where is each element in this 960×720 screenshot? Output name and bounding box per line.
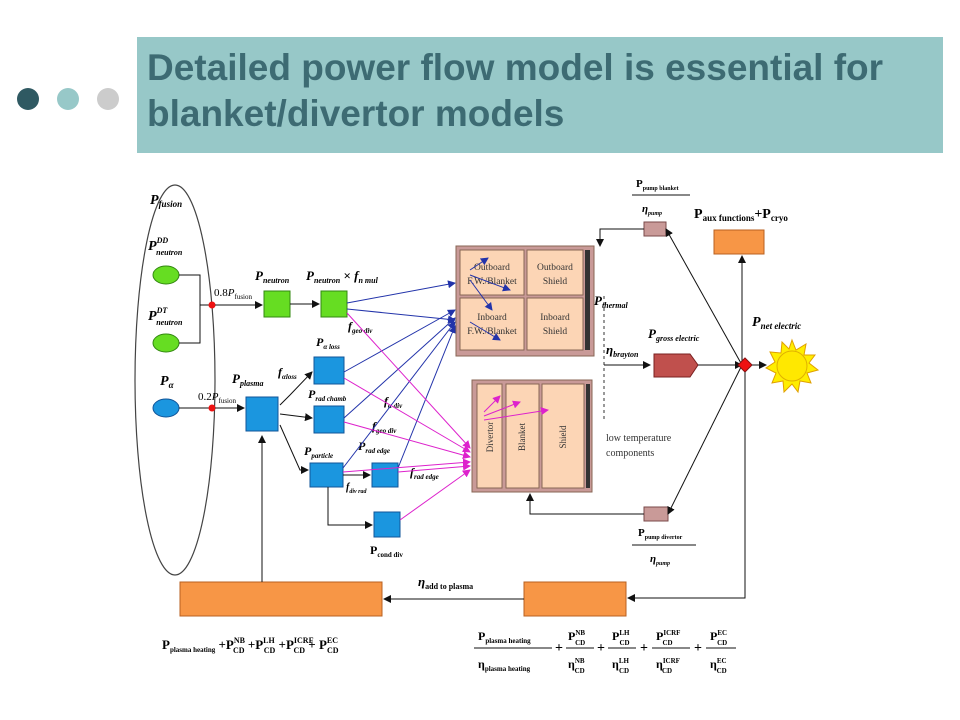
p-particle-box <box>309 462 344 488</box>
p-particle-label: Pparticle <box>304 444 333 460</box>
inboard-shield-line1: Inboard <box>540 313 570 323</box>
eta-add-label: ηadd to plasma <box>418 574 473 591</box>
svg-text:+: + <box>597 641 605 656</box>
p-fusion-label: Pfusion <box>150 193 182 209</box>
f-geo-div-1-label: fgeo div <box>348 319 373 335</box>
frac-08-label: 0.8Pfusion <box>214 287 252 301</box>
svg-text:+: + <box>555 641 563 656</box>
shield-label: Shield <box>558 425 568 449</box>
svg-text:ηplasma heating: ηplasma heating <box>478 657 531 673</box>
outboard-shield-line2: Shield <box>543 277 568 287</box>
p-dd-node <box>152 265 180 285</box>
p-neutron-fmul-label: Pneutron × fn mul <box>306 268 379 285</box>
outboard-fw-line1: Outboard <box>474 263 510 273</box>
title-bar: Detailed power flow model is essential f… <box>137 37 943 153</box>
f-aloss-label: fαloss <box>278 365 297 381</box>
p-thermal-label: Pthermal <box>594 293 629 310</box>
f-a-div-label: fα div <box>384 394 403 410</box>
split-node-neutron <box>208 301 216 309</box>
generator-shape <box>653 353 699 378</box>
p-pump-divertor-label: Ppump divertor <box>638 527 683 541</box>
plasma-heating-eta-box <box>523 581 627 617</box>
p-rad-edge-box <box>371 462 399 488</box>
p-dt-node <box>152 333 180 353</box>
p-rad-chamb-box <box>313 405 345 434</box>
f-rad-edge-label: frad edge <box>410 465 439 481</box>
inboard-shield-line2: Shield <box>543 327 568 337</box>
p-alpha-loss-label: Pα loss <box>316 335 340 351</box>
decor-dot-teal <box>57 88 79 110</box>
p-alpha-node <box>152 398 180 418</box>
p-aux-label: Paux functions+Pcryo <box>694 207 788 223</box>
outboard-shield-line1: Outboard <box>537 263 573 273</box>
eta-pump-2-label: ηpump <box>650 553 670 567</box>
pump-blanket-box <box>643 221 667 237</box>
divertor-label: Divertor <box>485 422 495 453</box>
frac-02-label: 0.2Pfusion <box>198 391 236 405</box>
p-pump-blanket-label: Ppump blanket <box>636 178 679 192</box>
source-ellipse <box>134 184 216 576</box>
p-plasma-label: Pplasma <box>232 371 264 388</box>
svg-text:Pplasma heating: Pplasma heating <box>478 629 531 645</box>
svg-text:+: + <box>640 641 648 656</box>
low-temp-line2: components <box>606 448 654 459</box>
decor-dot-gray <box>97 88 119 110</box>
f-geo-div-2-label: fgeo div <box>372 419 397 435</box>
p-cond-div-label: Pcond div <box>370 543 403 559</box>
p-neutron-label: Pneutron <box>255 268 290 285</box>
eta-brayton-label: ηbrayton <box>606 342 639 359</box>
p-net-electric-label: Pnet electric <box>752 315 801 331</box>
inboard-fw-line1: Inboard <box>477 313 507 323</box>
p-alpha-label: Pα <box>160 374 175 390</box>
aux-box <box>713 229 765 255</box>
inboard-fw-line2: F.W./Blanket <box>467 327 517 337</box>
sun-core <box>776 350 808 382</box>
plasma-heating-box <box>179 581 383 617</box>
p-rad-chamb-label: Prad chamb <box>308 387 347 403</box>
svg-text:+: + <box>694 641 702 656</box>
pump-divertor-box <box>643 506 669 522</box>
p-plasma-box <box>245 396 279 432</box>
split-node-alpha <box>208 404 216 412</box>
p-rad-edge-label: Prad edge <box>358 439 390 455</box>
low-temp-line1: low temperature <box>606 433 672 444</box>
p-gross-electric-label: Pgross electric <box>648 326 700 343</box>
eta-pump-1-label: ηpump <box>642 203 662 217</box>
p-neutron-box <box>263 290 291 318</box>
p-cond-div-box <box>373 511 401 538</box>
outboard-fw-line2: F.W./Blanket <box>467 277 517 287</box>
p-neutron-mul-box <box>320 290 348 318</box>
f-div-rad-label: fdiv rad <box>346 482 368 495</box>
decor-dot-dark <box>17 88 39 110</box>
page-title: Detailed power flow model is essential f… <box>147 47 884 134</box>
p-alpha-loss-box <box>313 356 345 385</box>
blanket-label: Blanket <box>517 423 527 451</box>
